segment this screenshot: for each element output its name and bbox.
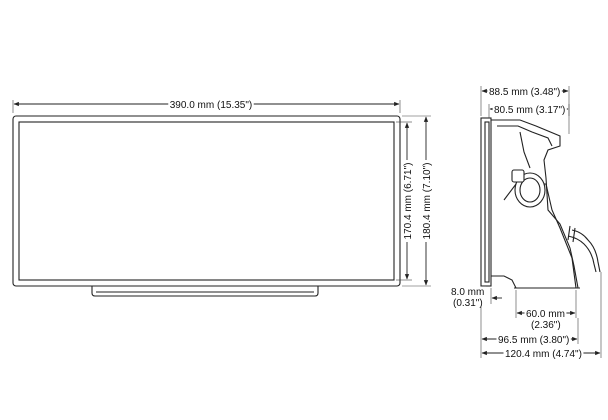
label-background — [168, 99, 254, 112]
label-background — [449, 286, 486, 299]
label-background — [421, 161, 434, 241]
label-background — [529, 319, 563, 332]
side-depth-overall-dimension: 88.5 mm (3.48") — [480, 86, 570, 134]
front-overall-height-label: 180.4 mm (7.10") — [422, 163, 433, 240]
front-screen-height-dimension: 170.4 mm (6.71") — [396, 121, 415, 281]
side-bezel-thickness-dimension: 8.0 mm (0.31") — [449, 286, 502, 310]
side-mount-base-label-2: (2.36") — [531, 320, 561, 331]
label-background — [496, 334, 571, 347]
label-background — [524, 308, 567, 321]
side-mount-base-label-1: 60.0 mm — [526, 309, 565, 320]
display-screen — [18, 121, 395, 281]
side-depth-overall-label: 88.5 mm (3.48") — [489, 87, 560, 98]
power-cable — [571, 229, 601, 273]
side-mount-depth-label: 96.5 mm (3.80") — [498, 335, 569, 346]
front-width-label: 390.0 mm (15.35") — [170, 100, 252, 111]
label-background — [492, 104, 567, 117]
side-housing — [491, 119, 579, 289]
side-depth-body-label: 80.5 mm (3.17") — [494, 105, 565, 116]
side-bezel-thickness-label-1: 8.0 mm — [451, 287, 484, 298]
side-depth-body-dimension: 80.5 mm (3.17") — [488, 104, 570, 118]
side-bezel — [480, 117, 492, 287]
front-view — [12, 115, 401, 297]
front-screen-height-label: 170.4 mm (6.71") — [403, 163, 414, 240]
label-background — [402, 161, 415, 241]
display-bezel — [12, 115, 401, 287]
label-background — [451, 297, 485, 310]
side-view — [480, 117, 601, 289]
side-bezel-thickness-label-2: (0.31") — [453, 298, 483, 309]
bottom-rail — [91, 286, 319, 297]
front-overall-height-dimension: 180.4 mm (7.10") — [402, 115, 434, 287]
side-mount-base-dimension: 60.0 mm (2.36") — [515, 290, 577, 332]
label-background — [503, 348, 584, 361]
front-width-dimension: 390.0 mm (15.35") — [12, 99, 401, 113]
side-total-depth-label: 120.4 mm (4.74") — [505, 349, 582, 360]
side-total-depth-dimension: 120.4 mm (4.74") — [481, 272, 602, 361]
side-mount-depth-dimension: 96.5 mm (3.80") — [480, 306, 579, 358]
label-background — [487, 86, 562, 99]
